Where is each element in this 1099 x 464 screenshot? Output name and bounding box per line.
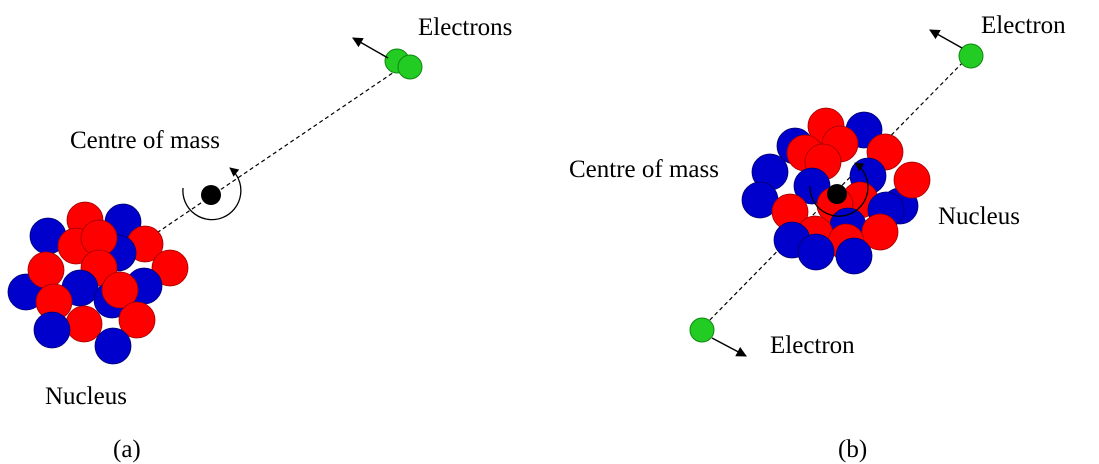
panel-a-electrons-label: Electrons — [418, 14, 512, 41]
panel-a-nucleus-label: Nucleus — [45, 383, 127, 410]
panel-a-proton — [27, 251, 65, 289]
panel-a-nucleus — [7, 201, 189, 365]
panel-a-neutron — [94, 327, 132, 365]
panel-b-neutron — [797, 233, 835, 271]
panel-a-neutron — [33, 311, 71, 349]
panel-a-electron-2 — [397, 54, 423, 80]
panel-b-caption: (b) — [838, 436, 867, 463]
panel-b-electron-top-arrow — [929, 29, 963, 49]
panel-b-electron-top — [958, 43, 984, 69]
panel-b-proton — [861, 213, 899, 251]
panel-a-proton — [65, 305, 103, 343]
panel-a-centre-label: Centre of mass — [70, 127, 220, 154]
panel-b-neutron — [835, 237, 873, 275]
panel-a-proton — [151, 249, 189, 287]
panel-b-electron-bottom — [689, 317, 715, 343]
panel-b-electron-top-label: Electron — [981, 12, 1066, 39]
panel-a-caption: (a) — [113, 436, 141, 463]
panel-a-proton — [118, 301, 156, 339]
panel-b-nucleus — [741, 107, 931, 275]
panel-a-rotation-arrow — [182, 167, 242, 221]
panel-b-centre-label: Centre of mass — [569, 156, 719, 183]
panel-b-electron-bottom-label: Electron — [770, 332, 855, 359]
panel-b-electron-bottom-arrow — [711, 337, 747, 357]
panel-b-rotation-arrow — [809, 162, 869, 217]
panel-b-nucleus-label: Nucleus — [938, 203, 1020, 230]
panel-a-centre-of-mass — [201, 185, 221, 205]
panel-b-centre-of-mass — [827, 184, 847, 204]
panel-a-proton — [101, 271, 139, 309]
panel-a-electrons — [384, 48, 423, 80]
panel-b-proton — [893, 161, 931, 199]
panel-b: Electron Centre of mass Nucleus Electron… — [569, 12, 1066, 463]
panel-a-electron-arrow — [352, 37, 389, 59]
panel-a: Electrons Centre of mass Nucleus (a) — [7, 14, 512, 463]
